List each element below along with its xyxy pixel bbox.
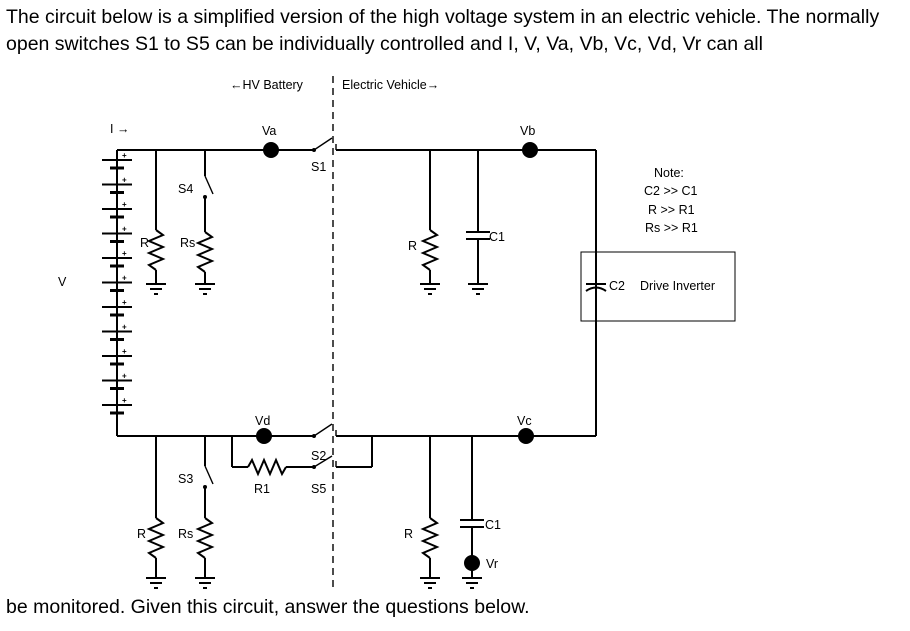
battery-cell-plus-sign: + bbox=[122, 372, 127, 381]
electric-vehicle-label: Electric Vehicle→ bbox=[342, 78, 439, 92]
resistor-r-top-right-label: R bbox=[408, 239, 417, 253]
resistor-r1-label: R1 bbox=[254, 482, 270, 496]
resistor-r-bottom-right bbox=[420, 436, 440, 589]
resistor-rs-bottom bbox=[195, 517, 215, 589]
battery-cell-plus-sign: + bbox=[122, 347, 127, 356]
switch-s4 bbox=[203, 150, 214, 232]
note-line-3: Rs >> R1 bbox=[645, 221, 698, 235]
battery-cell-plus-sign: + bbox=[122, 151, 127, 160]
node-vr-label: Vr bbox=[486, 557, 498, 571]
node-vb-label: Vb bbox=[520, 124, 535, 138]
precharge-path bbox=[231, 436, 373, 477]
switch-s1-label: S1 bbox=[311, 160, 326, 174]
resistor-r-bottom-left-label: R bbox=[137, 527, 146, 541]
capacitor-c1-top-label: C1 bbox=[489, 230, 505, 244]
resistor-rs-top bbox=[195, 231, 215, 295]
resistor-rs-bottom-label: Rs bbox=[178, 527, 193, 541]
note-title: Note: bbox=[654, 166, 684, 180]
note-line-1: C2 >> C1 bbox=[644, 184, 698, 198]
node-vd bbox=[256, 428, 272, 444]
resistor-rs-top-label: Rs bbox=[180, 236, 195, 250]
battery-cell-plus-sign: + bbox=[122, 225, 127, 234]
switch-s2 bbox=[312, 423, 337, 438]
resistor-r-bottom-left bbox=[146, 436, 166, 589]
switch-s3 bbox=[203, 436, 214, 518]
note-line-2: R >> R1 bbox=[648, 203, 695, 217]
node-vd-label: Vd bbox=[255, 414, 270, 428]
battery-cell-plus-sign: + bbox=[122, 396, 127, 405]
resistor-r-top-left-label: R bbox=[140, 236, 149, 250]
battery-cell-plus-sign: + bbox=[122, 176, 127, 185]
note-block: Note: C2 >> C1 R >> R1 Rs >> R1 bbox=[644, 166, 698, 235]
outro-text: be monitored. Given this circuit, answer… bbox=[6, 596, 530, 618]
hv-battery-label: ←HV Battery bbox=[230, 78, 304, 92]
node-va-label: Va bbox=[262, 124, 276, 138]
drive-inverter-box bbox=[580, 251, 736, 322]
switch-s4-label: S4 bbox=[178, 182, 193, 196]
current-label: I → bbox=[110, 122, 129, 136]
node-vr bbox=[464, 555, 480, 571]
battery-cell-plus-sign: + bbox=[122, 200, 127, 209]
battery-cell-plus-sign: + bbox=[122, 274, 127, 283]
switch-s1 bbox=[312, 137, 337, 152]
switch-s5-label: S5 bbox=[311, 482, 326, 496]
node-vb bbox=[522, 142, 538, 158]
intro-text: The circuit below is a simplified versio… bbox=[6, 6, 880, 55]
switch-s3-label: S3 bbox=[178, 472, 193, 486]
capacitor-c2-label: C2 bbox=[609, 279, 625, 293]
battery-cell-plus-sign: + bbox=[122, 249, 127, 258]
battery-cell-plus-sign: + bbox=[122, 298, 127, 307]
node-vc bbox=[518, 428, 534, 444]
capacitor-c1-bottom-label: C1 bbox=[485, 518, 501, 532]
top-rail bbox=[117, 149, 597, 436]
node-vc-label: Vc bbox=[517, 414, 532, 428]
drive-inverter-label: Drive Inverter bbox=[640, 279, 715, 293]
resistor-r-top-right bbox=[420, 150, 440, 295]
hv-battery-stack: + + + + + + + + + + + bbox=[102, 150, 132, 436]
voltage-label: V bbox=[58, 275, 67, 289]
resistor-r-top-left bbox=[146, 150, 166, 295]
switch-s2-label: S2 bbox=[311, 449, 326, 463]
battery-cell-plus-sign: + bbox=[122, 323, 127, 332]
capacitor-c2 bbox=[585, 283, 607, 292]
capacitor-c1-top bbox=[466, 150, 490, 295]
resistor-r-bottom-right-label: R bbox=[404, 527, 413, 541]
node-va bbox=[263, 142, 279, 158]
